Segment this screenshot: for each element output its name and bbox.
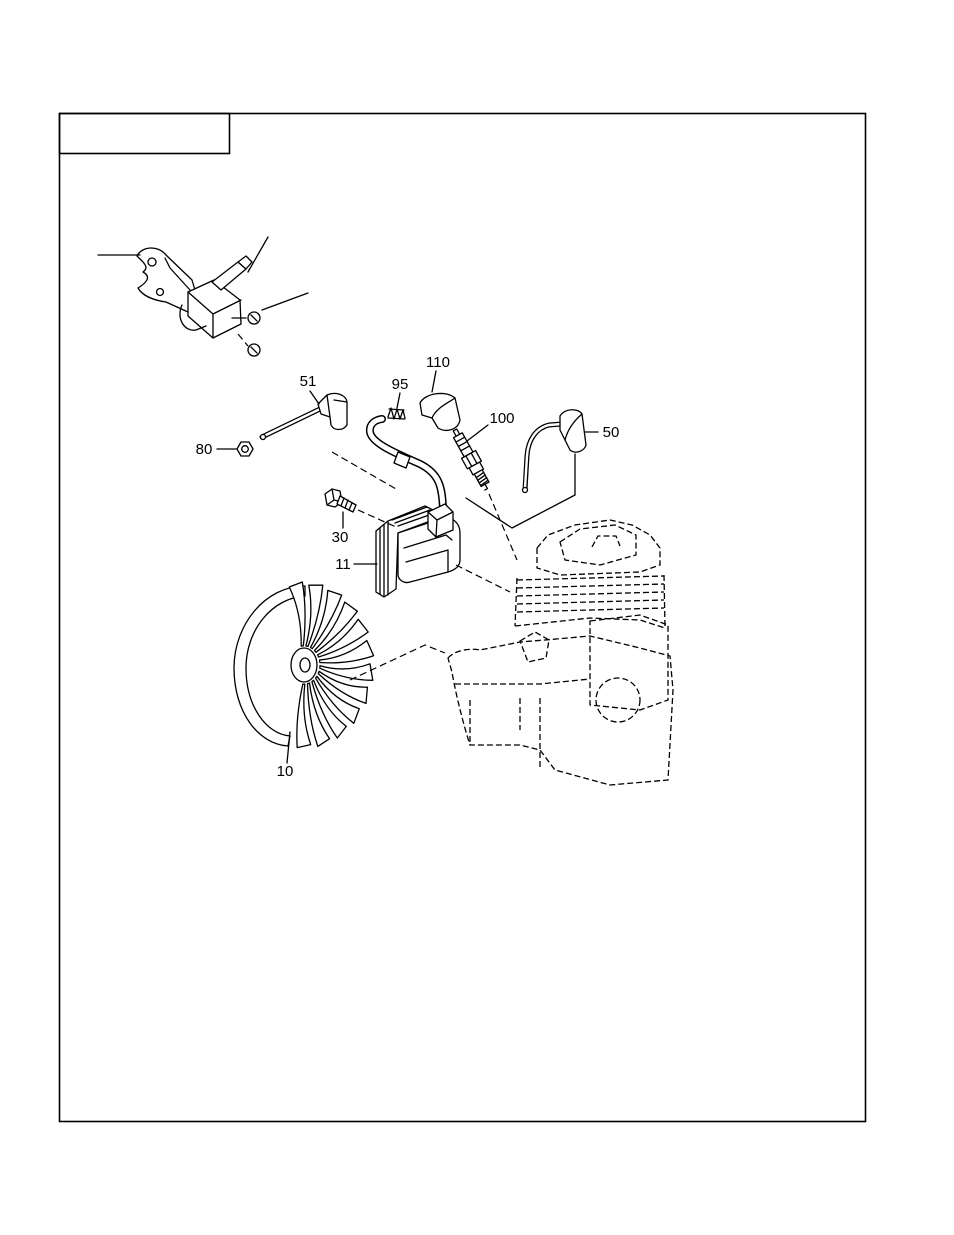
callout-30: 30 (332, 529, 349, 546)
callout-100: 100 (489, 410, 514, 427)
callout-50: 50 (603, 424, 620, 441)
part-51-wire (261, 393, 348, 439)
outer-frame (60, 114, 866, 1122)
wire-51-terminal (261, 435, 266, 440)
leader-line-110 (432, 371, 436, 392)
part-50-wire (523, 410, 587, 493)
switch-pin (212, 262, 246, 290)
nut-hex (237, 442, 253, 456)
engine-crankcase-detail (455, 679, 590, 770)
assembly-line (466, 454, 575, 528)
screw-shank (238, 334, 248, 346)
assembly-line (456, 565, 510, 592)
part-11-coil (376, 504, 460, 597)
wire-50-core (525, 424, 562, 488)
callout-110: 110 (426, 354, 450, 371)
leader-line (262, 293, 308, 310)
leader-line-95 (397, 393, 400, 408)
assembly-line (358, 510, 396, 527)
leader-line (248, 237, 268, 272)
boot-51 (318, 393, 347, 429)
engine-port (596, 678, 640, 722)
bracket-screw (238, 334, 260, 356)
part-10-fan (234, 582, 374, 748)
boot-50 (560, 410, 586, 452)
engine-muffler (590, 615, 668, 710)
part-100-spark-plug (448, 426, 494, 492)
leader-line-51 (310, 391, 319, 404)
engine-head (537, 520, 660, 575)
part-95-spring (388, 408, 405, 419)
wire-50-outline (525, 424, 562, 490)
engine-reference (448, 520, 673, 785)
fan-blade (289, 582, 305, 646)
part-30-bolt (325, 489, 356, 512)
callout-10: 10 (277, 763, 294, 780)
callout-51: 51 (300, 373, 317, 390)
engine-head-cover (560, 525, 636, 565)
part-80-nut (237, 442, 253, 456)
assembly-line (332, 452, 396, 489)
callout-95: 95 (392, 376, 409, 393)
wire-51-core (264, 409, 320, 436)
ignition-lead (370, 419, 443, 508)
switch-bracket-assembly (98, 237, 308, 356)
engine-plug-boss (592, 536, 620, 547)
switch-body (188, 280, 241, 338)
engine-fins (517, 576, 664, 612)
callout-11: 11 (335, 556, 351, 573)
header-box (60, 114, 230, 154)
wire-50-terminal (523, 488, 528, 493)
leader-line-10 (287, 732, 290, 763)
leader-line-100 (467, 425, 488, 441)
engine-pipe-stub (520, 632, 549, 662)
part-110-boot (420, 393, 460, 430)
callout-80: 80 (196, 441, 213, 458)
fan-hub (291, 648, 317, 682)
